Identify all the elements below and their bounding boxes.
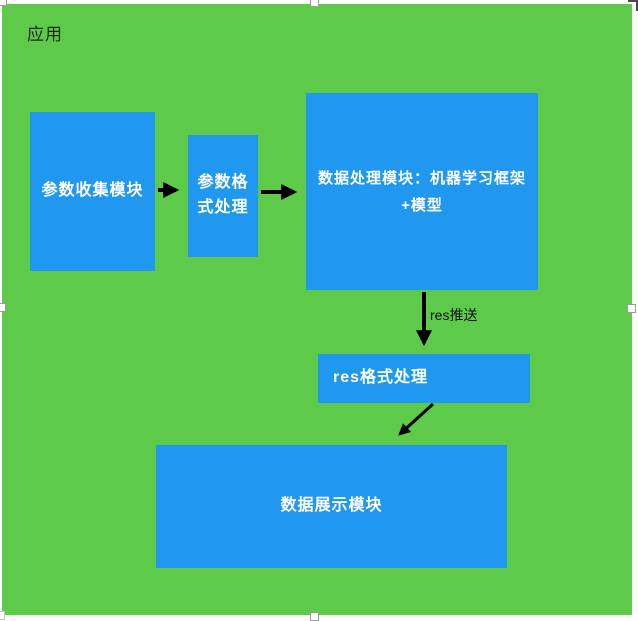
resize-handle-top-left[interactable] bbox=[0, 0, 7, 6]
node-res-format-label: res格式处理 bbox=[333, 369, 429, 387]
edge-label-res-push: res推送 bbox=[430, 307, 478, 323]
node-data-display-label: 数据展示模块 bbox=[280, 497, 383, 515]
node-data-process[interactable]: 数据处理模块：机器学习框架+模型 bbox=[306, 93, 538, 290]
resize-handle-bottom-center[interactable] bbox=[310, 612, 319, 621]
arrow-resformat-to-display[interactable] bbox=[398, 402, 435, 436]
node-res-format[interactable]: res格式处理 bbox=[318, 354, 530, 403]
resize-handle-right-middle[interactable] bbox=[627, 304, 636, 313]
resize-handle-bottom-left[interactable] bbox=[0, 611, 5, 620]
node-param-collect-label: 参数收集模块 bbox=[41, 182, 144, 200]
canvas-title: 应用 bbox=[27, 25, 63, 44]
node-data-process-label: 数据处理模块：机器学习框架+模型 bbox=[317, 169, 526, 214]
resize-handle-left-middle[interactable] bbox=[0, 303, 6, 312]
corner-mark-icon bbox=[628, 0, 638, 11]
node-param-collect[interactable]: 参数收集模块 bbox=[30, 112, 155, 271]
resize-handle-top-center[interactable] bbox=[310, 0, 319, 7]
node-param-format[interactable]: 参数格式处理 bbox=[188, 135, 258, 257]
node-param-format-label: 参数格式处理 bbox=[197, 174, 249, 216]
node-data-display[interactable]: 数据展示模块 bbox=[156, 445, 507, 568]
